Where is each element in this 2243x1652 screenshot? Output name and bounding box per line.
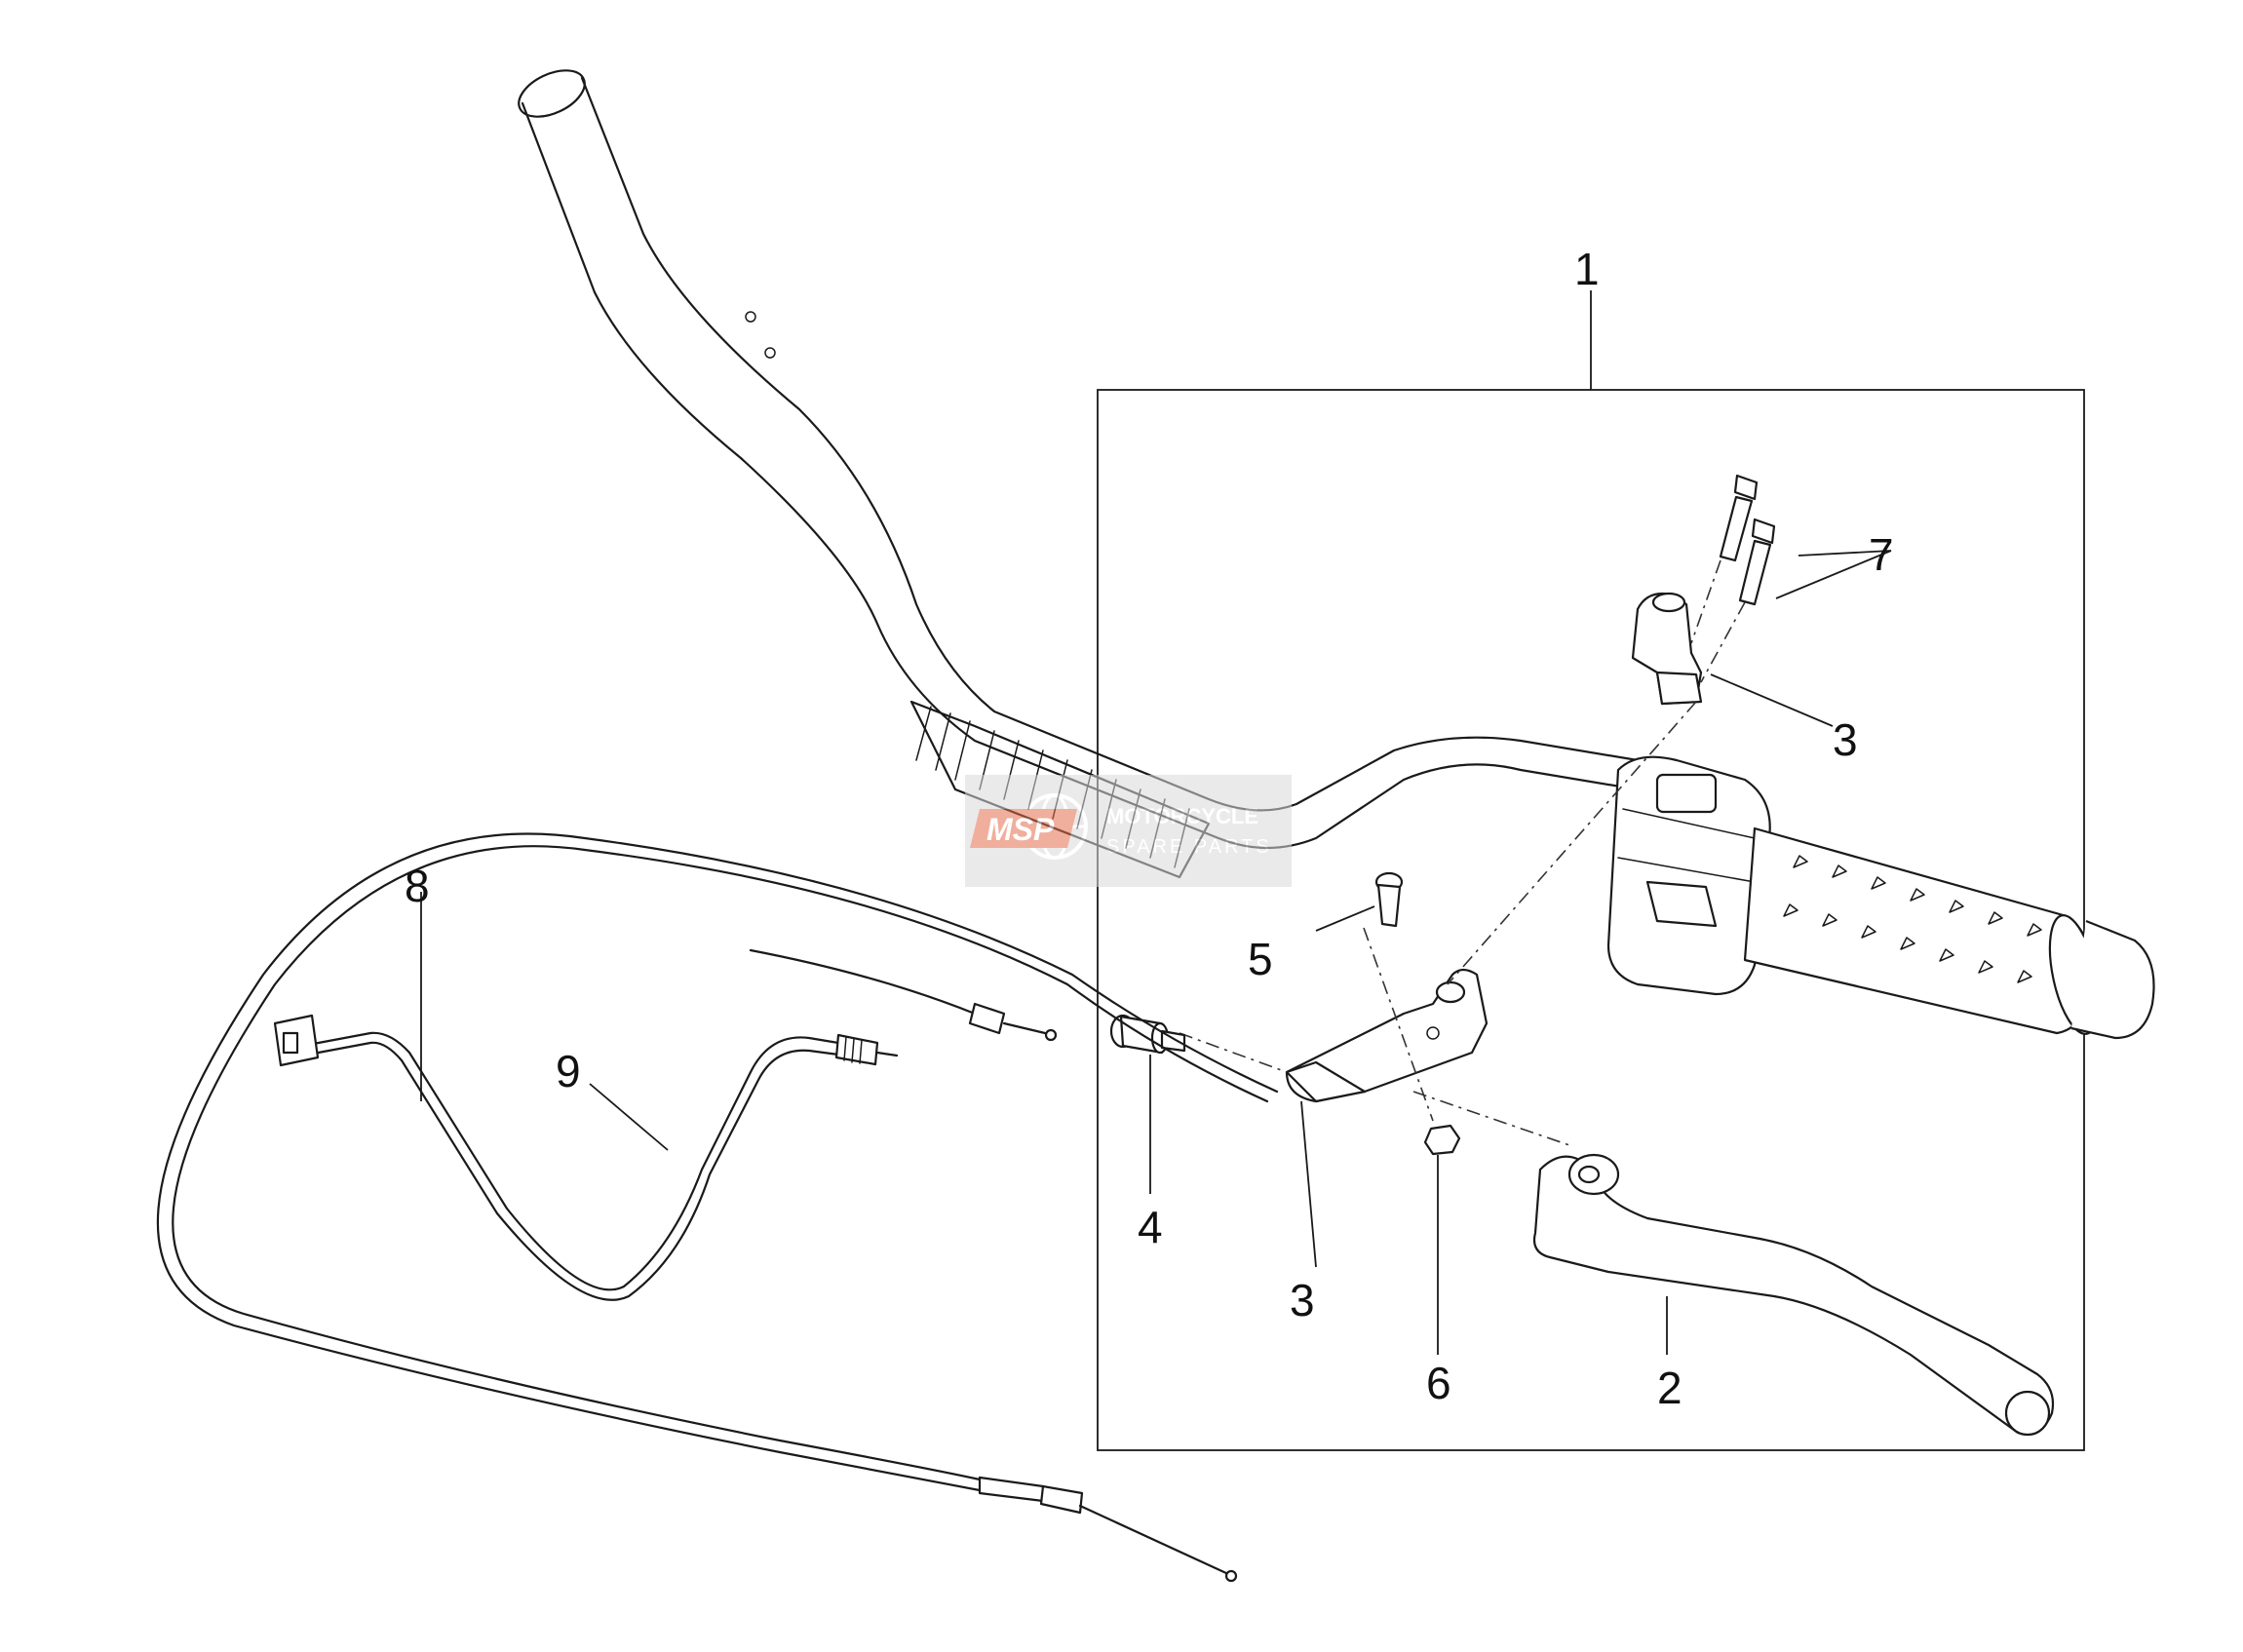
- watermark-logo: MSP: [986, 812, 1055, 847]
- clutch-cable: [158, 834, 1277, 1582]
- callout-3-lower: 3: [1290, 1275, 1315, 1325]
- cable-end-upper: [751, 950, 1056, 1040]
- clutch-switch-wire: [275, 1016, 897, 1300]
- nut: [1425, 1126, 1459, 1154]
- callout-6: 6: [1426, 1358, 1451, 1408]
- handlebar-grip: [1745, 828, 2154, 1038]
- bolt-a: [1721, 476, 1757, 560]
- bolt-b: [1740, 519, 1774, 604]
- watermark-line1: MOTORCYCLE: [1106, 804, 1258, 828]
- callout-3-upper: 3: [1833, 714, 1858, 765]
- clutch-lever: [1534, 1155, 2053, 1435]
- pivot-screw: [1376, 873, 1402, 926]
- handlebar: [512, 61, 1638, 877]
- watermark: MSP MOTORCYCLE SPARE PARTS: [965, 775, 1292, 887]
- callout-7: 7: [1869, 529, 1894, 580]
- axis-bolt-b: [1701, 602, 1745, 682]
- callout-8: 8: [405, 861, 430, 911]
- upper-clamp: [1633, 594, 1701, 704]
- callout-1: 1: [1574, 244, 1600, 294]
- callout-5: 5: [1248, 934, 1273, 984]
- callout-2: 2: [1657, 1363, 1682, 1413]
- axis-bolt-a: [1691, 560, 1721, 643]
- callout-4: 4: [1138, 1202, 1163, 1252]
- watermark-line2: SPARE PARTS: [1106, 836, 1272, 858]
- callout-9: 9: [556, 1046, 581, 1096]
